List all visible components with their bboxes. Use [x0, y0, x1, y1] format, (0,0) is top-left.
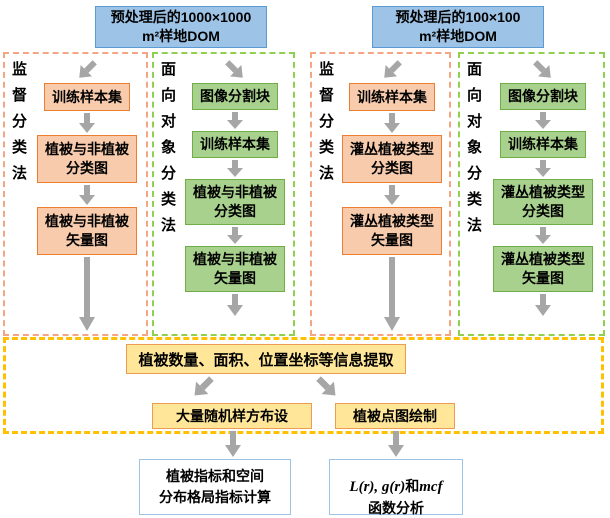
arrow-down-long-icon [79, 257, 95, 331]
column-label: 监督分类法 [317, 61, 334, 191]
arrow-down-icon [227, 112, 243, 129]
column-supervised-100: 监督分类法 训练样本集 灌丛植被类型 分类图 灌丛植被类型 矢量图 [310, 52, 451, 336]
arrow-diagonal-left-icon [384, 60, 402, 78]
arrow-down-icon [225, 431, 241, 457]
random-quadrat-box: 大量随机样方布设 [152, 403, 312, 429]
indicator-calc-box: 植被指标和空间 分布格局指标计算 [139, 459, 291, 515]
arrow-diagonal-left-icon [194, 376, 214, 396]
flow-node: 图像分割块 [500, 83, 586, 110]
dot-map-box: 植被点图绘制 [335, 403, 455, 429]
arrow-down-icon [535, 294, 551, 316]
flow-node: 植被与非植被 矢量图 [185, 246, 285, 292]
flow-node: 训练样本集 [192, 131, 278, 158]
arrow-down-icon [535, 112, 551, 129]
flow-node: 植被与非植被 分类图 [37, 135, 137, 183]
preprocessed-dom-100-box: 预处理后的100×100 m²样地DOM [372, 6, 544, 48]
info-extraction-box: 植被数量、面积、位置坐标等信息提取 [126, 344, 406, 374]
column-object-oriented-1000: 面向对象分类法 图像分割块 训练样本集 植被与非植被 分类图 植被与非植被 矢量… [152, 52, 295, 336]
flow-node: 灌丛植被类型 矢量图 [342, 207, 442, 255]
function-conjunction: 和 [405, 477, 420, 494]
flow-node: 图像分割块 [192, 83, 278, 110]
column-label: 面向对象分类法 [159, 61, 176, 243]
function-symbol-mcf: mcf [419, 478, 443, 495]
column-object-oriented-100: 面向对象分类法 图像分割块 训练样本集 灌丛植被类型 分类图 灌丛植被类型 矢量… [458, 52, 605, 336]
arrow-diagonal-right-icon [225, 60, 243, 78]
column-supervised-1000: 监督分类法 训练样本集 植被与非植被 分类图 植被与非植被 矢量图 [3, 52, 148, 336]
preprocessed-dom-1000-box: 预处理后的1000×1000 m²样地DOM [95, 6, 267, 48]
arrow-down-icon [535, 160, 551, 177]
arrow-diagonal-left-icon [79, 60, 97, 78]
arrow-diagonal-right-icon [533, 60, 551, 78]
arrow-down-icon [227, 227, 243, 244]
function-analysis-box: L(r), g(r)和mcf 函数分析 [329, 459, 463, 517]
flow-node: 灌丛植被类型 矢量图 [493, 246, 593, 292]
arrow-down-icon [227, 160, 243, 177]
arrow-down-icon [384, 113, 400, 133]
flow-node: 训练样本集 [349, 83, 435, 111]
flow-node: 灌丛植被类型 分类图 [493, 179, 593, 225]
arrow-down-icon [384, 185, 400, 205]
flow-node: 训练样本集 [500, 131, 586, 158]
flow-node: 植被与非植被 矢量图 [37, 207, 137, 255]
function-line: L(r), g(r)和mcf [349, 455, 442, 499]
column-label: 监督分类法 [10, 61, 27, 191]
arrow-diagonal-right-icon [316, 376, 336, 396]
flow-node: 灌丛植被类型 分类图 [342, 135, 442, 183]
arrow-down-icon [535, 227, 551, 244]
arrow-down-icon [79, 113, 95, 133]
arrow-down-icon [227, 294, 243, 316]
arrow-down-long-icon [384, 257, 400, 331]
function-analysis-label: 函数分析 [368, 500, 424, 517]
column-label: 面向对象分类法 [465, 61, 482, 243]
flow-node: 植被与非植被 分类图 [185, 179, 285, 225]
arrow-down-icon [388, 431, 404, 457]
function-symbols: L(r), g(r) [349, 478, 406, 495]
flow-node: 训练样本集 [44, 83, 130, 111]
extraction-panel [3, 337, 604, 434]
arrow-down-icon [79, 185, 95, 205]
